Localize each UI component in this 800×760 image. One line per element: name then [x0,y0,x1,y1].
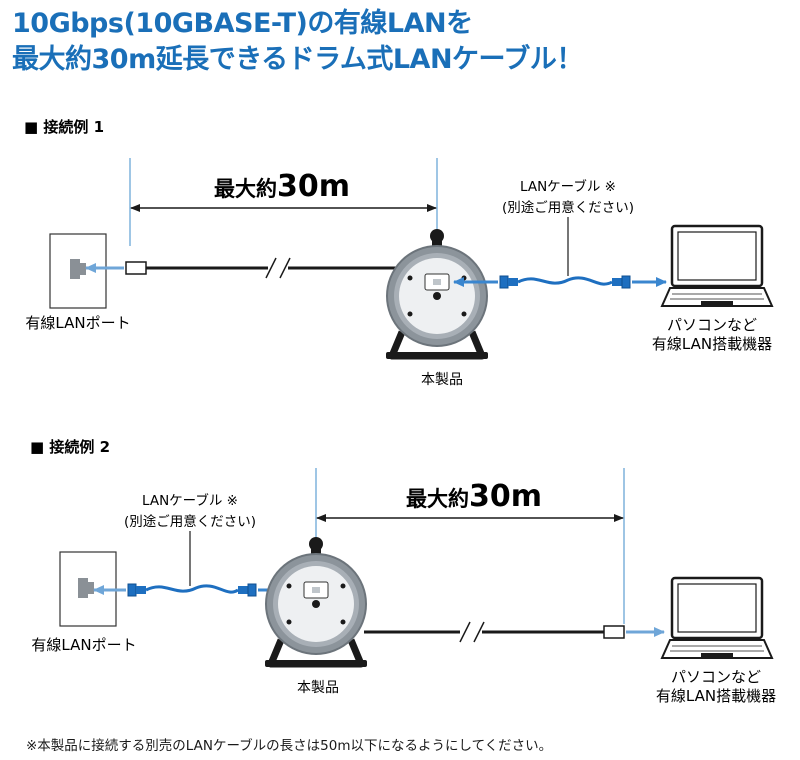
laptop-icon [660,224,774,307]
lan-cable-blue [127,583,257,597]
cable-note: (別途ご用意ください) [124,513,256,530]
cable-plug [603,625,625,639]
example-1: ■ 接続例 1 最大約30m 有線LANポート [24,118,774,388]
product-label: 本製品 [297,680,339,696]
example-2: ■ 接続例 2 最大約30m LANケーブル ※ (別途ご用意ください) 有線L… [30,438,776,705]
break-mark [265,257,277,279]
wall-port-label: 有線LANポート [31,636,136,654]
distance-prefix: 最大約 [214,177,277,201]
headline-line-1: 10Gbps(10GBASE-T)の有線LANを [12,8,473,39]
cable-note: (別途ご用意ください) [502,199,634,216]
distance-prefix: 最大約 [406,487,469,511]
break-mark [279,257,291,279]
distance-label: 最大約30m [406,479,542,514]
product-label: 本製品 [421,372,463,388]
distance-value: 30m [469,479,542,514]
headline-line-2: 最大約30m延長できるドラム式LANケーブル！ [12,44,583,75]
lan-cable-blue [499,275,631,289]
pc-label-line-2: 有線LAN搭載機器 [652,335,772,353]
pc-label-line-1: パソコンなど [667,316,757,334]
pc-label-line-2: 有線LAN搭載機器 [656,687,776,705]
cable-label: LANケーブル ※ [520,178,616,195]
lan-port-icon [78,578,94,598]
cable-label: LANケーブル ※ [142,492,238,509]
distance-value: 30m [277,169,350,204]
break-mark [459,621,471,643]
cable-drum [265,537,367,668]
wall-port [49,233,107,309]
distance-label: 最大約30m [214,169,350,204]
break-mark [473,621,485,643]
headline: 10Gbps(10GBASE-T)の有線LANを 最大約30m延長できるドラム式… [12,6,792,78]
cable-plug [125,261,147,275]
example-1-title: ■ 接続例 1 [24,118,104,136]
laptop-icon [660,576,774,659]
pc-label-line-1: パソコンなど [671,668,761,686]
example-2-title: ■ 接続例 2 [30,438,110,456]
footnote: ※本製品に接続する別売のLANケーブルの長さは50m以下になるようにしてください… [26,738,553,754]
cable-drum [386,229,488,360]
wall-port-label: 有線LANポート [25,314,130,332]
lan-port-icon [70,259,86,279]
